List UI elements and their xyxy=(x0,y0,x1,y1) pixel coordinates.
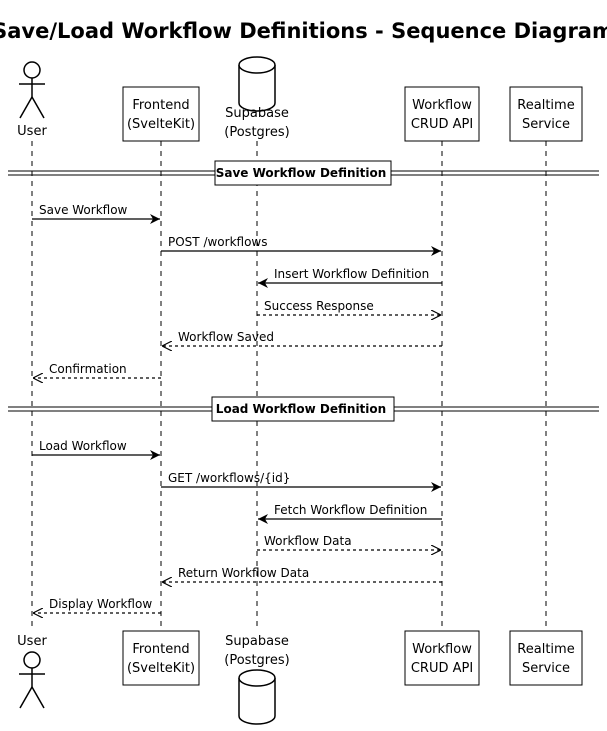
lifelines xyxy=(31,141,547,631)
participant-box xyxy=(122,86,200,142)
message-fetch-workflow-definition: Fetch Workflow Definition xyxy=(258,503,442,524)
participant-box xyxy=(509,630,583,686)
message-label: Display Workflow xyxy=(49,597,152,611)
participant-box xyxy=(122,630,200,686)
message-workflow-saved: Workflow Saved xyxy=(162,330,442,346)
message-label: Fetch Workflow Definition xyxy=(274,503,427,517)
message-label: GET /workflows/{id} xyxy=(168,471,290,485)
participant-label: Supabase xyxy=(225,106,289,121)
participant-label: Workflow xyxy=(412,642,472,657)
participant-supabase-foot: Supabase (Postgres) xyxy=(224,634,290,725)
message-label: Return Workflow Data xyxy=(178,566,309,580)
participant-frontend-head: Frontend (SvelteKit) xyxy=(122,86,200,142)
message-display-workflow: Display Workflow xyxy=(33,597,161,613)
participant-box xyxy=(404,630,480,686)
message-label: Save Workflow xyxy=(39,203,128,217)
message-workflow-data: Workflow Data xyxy=(257,534,441,550)
participant-label: (Postgres) xyxy=(224,125,289,140)
group-save-workflow-definition: Save Workflow Definition xyxy=(8,160,599,186)
message-label: Confirmation xyxy=(49,362,127,376)
participant-frontend-foot: Frontend (SvelteKit) xyxy=(122,630,200,686)
database-icon xyxy=(238,56,276,112)
participant-label: Service xyxy=(522,661,570,676)
message-get-workflows-id: GET /workflows/{id} xyxy=(161,471,441,492)
message-insert-workflow-definition: Insert Workflow Definition xyxy=(258,267,442,288)
group-label-box xyxy=(211,396,395,422)
participant-label: Realtime xyxy=(517,98,574,113)
participant-label: Workflow xyxy=(412,98,472,113)
participant-label: Supabase xyxy=(225,634,289,649)
message-label: Workflow Saved xyxy=(178,330,274,344)
participant-label: CRUD API xyxy=(411,661,473,676)
actor-icon xyxy=(19,651,45,709)
message-post-workflows: POST /workflows xyxy=(161,235,441,256)
message-label: Workflow Data xyxy=(264,534,352,548)
participant-heads: User Frontend (SvelteKit) Supabase (Postgres… xyxy=(17,56,583,142)
participant-label: (Postgres) xyxy=(224,653,289,668)
participant-label: (SvelteKit) xyxy=(127,661,195,676)
participant-box xyxy=(404,86,480,142)
message-label: Success Response xyxy=(264,299,374,313)
participant-user-foot: User xyxy=(17,634,47,709)
message-return-workflow-data: Return Workflow Data xyxy=(162,566,442,582)
participant-label: Realtime xyxy=(517,642,574,657)
database-icon xyxy=(238,669,276,725)
diagram-title: Save/Load Workflow Definitions - Sequenc… xyxy=(0,19,607,43)
participant-label: CRUD API xyxy=(411,117,473,132)
message-confirmation: Confirmation xyxy=(33,362,161,378)
message-label: POST /workflows xyxy=(168,235,268,249)
message-label: Load Workflow xyxy=(39,439,127,453)
participant-label: User xyxy=(17,124,47,139)
participant-label: User xyxy=(17,634,47,649)
message-success-response: Success Response xyxy=(257,299,441,315)
message-label: Insert Workflow Definition xyxy=(274,267,429,281)
group-label-box xyxy=(214,160,392,186)
message-save-workflow: Save Workflow xyxy=(32,203,160,224)
participant-box xyxy=(509,86,583,142)
group-label: Save Workflow Definition xyxy=(216,166,387,180)
group-label: Load Workflow Definition xyxy=(216,402,386,416)
participant-label: Frontend xyxy=(132,98,189,113)
participant-user-head: User xyxy=(17,61,47,139)
participant-label: Frontend xyxy=(132,642,189,657)
actor-icon xyxy=(19,61,45,119)
group-load-workflow-definition: Load Workflow Definition xyxy=(8,396,599,422)
participant-label: (SvelteKit) xyxy=(127,117,195,132)
participant-label: Service xyxy=(522,117,570,132)
message-load-workflow: Load Workflow xyxy=(32,439,160,460)
participant-supabase-head: Supabase (Postgres) xyxy=(224,56,290,140)
